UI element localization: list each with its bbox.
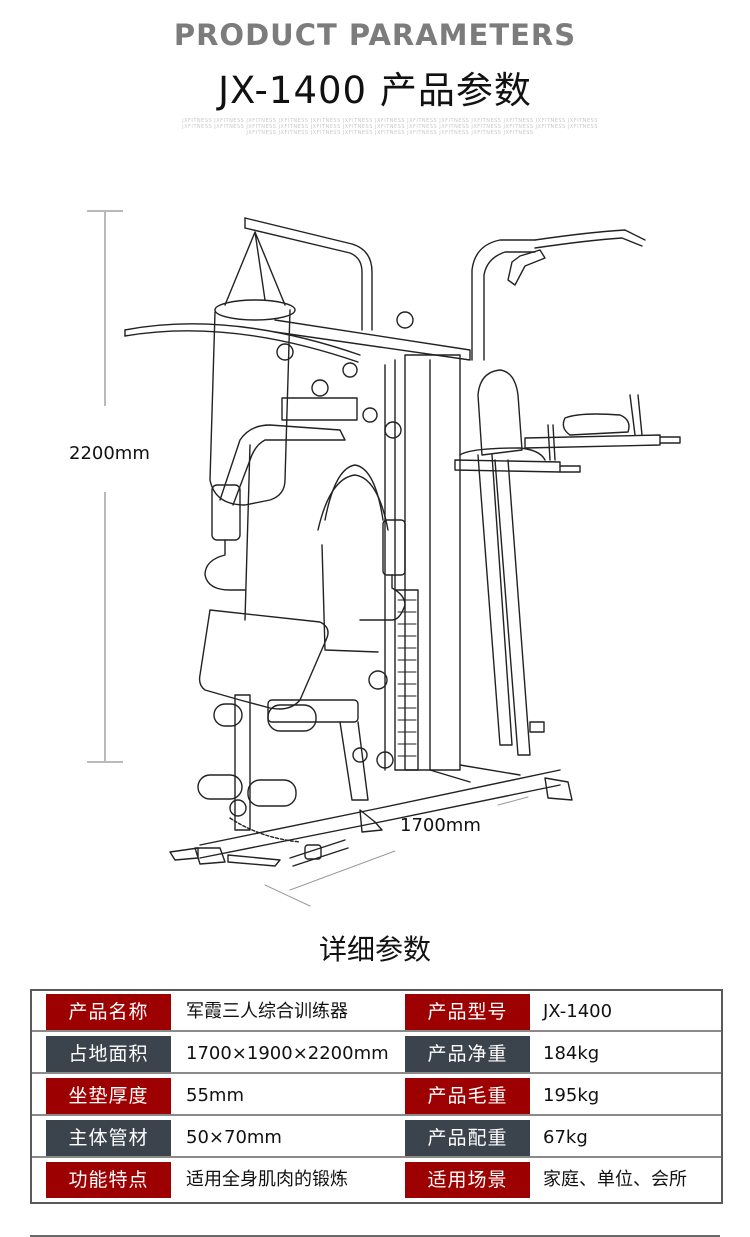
height-dimension-line-lower xyxy=(104,492,106,762)
dip-station xyxy=(454,229,681,756)
spec-label: 功能特点 xyxy=(46,1162,171,1198)
spec-value: 50×70mm xyxy=(186,1127,282,1148)
spec-value: 适用全身肌肉的锻炼 xyxy=(186,1169,348,1190)
spec-label: 适用场景 xyxy=(405,1162,530,1198)
ankle-handle xyxy=(229,817,349,867)
spec-label: 产品型号 xyxy=(405,994,530,1030)
spec-table: 产品名称 军霞三人综合训练器 产品型号 JX-1400 占地面积 1700×19… xyxy=(30,989,723,1204)
table-row: 坐垫厚度 55mm 产品毛重 195kg xyxy=(32,1075,721,1116)
gym-machine-illustration xyxy=(124,217,681,907)
brand-watermark: JXFITNESS JXFITNESS JXFITNESS JXFITNESS … xyxy=(90,118,690,136)
spec-label: 产品名称 xyxy=(46,994,171,1030)
spec-label: 占地面积 xyxy=(46,1036,171,1072)
title-english: PRODUCT PARAMETERS xyxy=(173,18,577,52)
width-dimension-lines xyxy=(264,796,529,907)
spec-value: 67kg xyxy=(543,1127,588,1148)
height-dimension-label: 2200mm xyxy=(69,443,150,464)
spec-value: 军霞三人综合训练器 xyxy=(186,1001,348,1022)
spec-value: 184kg xyxy=(543,1043,600,1064)
press-station xyxy=(198,397,406,710)
table-row: 产品名称 军霞三人综合训练器 产品型号 JX-1400 xyxy=(32,991,721,1032)
watermark-line: JXFITNESS JXFITNESS JXFITNESS JXFITNESS … xyxy=(182,118,598,124)
table-row: 功能特点 适用全身肌肉的锻炼 适用场景 家庭、单位、会所 xyxy=(32,1159,721,1200)
spec-value: JX-1400 xyxy=(543,1001,613,1022)
spec-value: 1700×1900×2200mm xyxy=(186,1043,389,1064)
upper-arm-frame xyxy=(274,319,471,361)
table-row: 主体管材 50×70mm 产品配重 67kg xyxy=(32,1117,721,1158)
pulleys xyxy=(229,311,414,817)
spec-value: 195kg xyxy=(543,1085,600,1106)
spec-label: 产品配重 xyxy=(405,1120,530,1156)
height-dimension-line-upper xyxy=(104,211,106,406)
base-frame xyxy=(169,764,573,867)
top-frame xyxy=(244,217,373,331)
spec-label: 产品净重 xyxy=(405,1036,530,1072)
spec-label: 坐垫厚度 xyxy=(46,1078,171,1114)
table-row: 占地面积 1700×1900×2200mm 产品净重 184kg xyxy=(32,1033,721,1074)
spec-value: 家庭、单位、会所 xyxy=(543,1169,687,1190)
boxing-bag xyxy=(209,231,296,506)
spec-label: 主体管材 xyxy=(46,1120,171,1156)
bottom-divider xyxy=(30,1235,720,1237)
weight-stack-tower xyxy=(384,354,461,771)
lat-bar xyxy=(124,323,361,363)
title-chinese: JX-1400 产品参数 xyxy=(218,69,532,112)
leg-station xyxy=(197,694,369,831)
section-title: 详细参数 xyxy=(318,933,431,966)
watermark-line: JXFITNESS JXFITNESS JXFITNESS JXFITNESS … xyxy=(246,130,534,136)
width-dimension-label: 1700mm xyxy=(400,815,481,836)
height-dimension-bottom-tick xyxy=(87,761,123,763)
watermark-line: JXFITNESS JXFITNESS JXFITNESS JXFITNESS … xyxy=(182,124,598,130)
spec-label: 产品毛重 xyxy=(405,1078,530,1114)
spec-value: 55mm xyxy=(186,1085,244,1106)
